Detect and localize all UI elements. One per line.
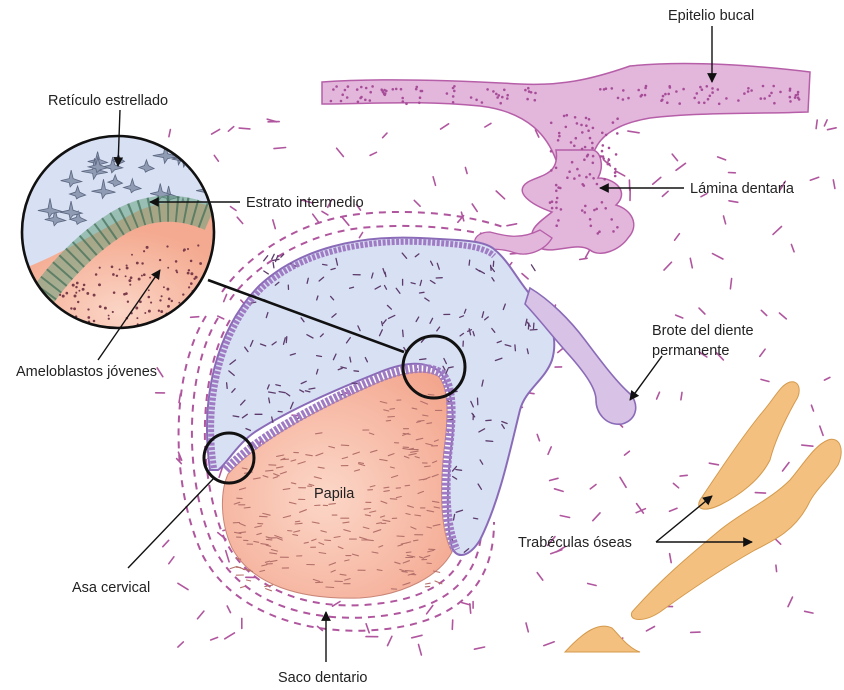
inset-magnification — [20, 135, 222, 340]
label-saco-dentario: Saco dentario — [278, 670, 367, 686]
label-trabeculas-oseas: Trabéculas óseas — [518, 535, 632, 551]
label-brote-line2: permanente — [652, 343, 729, 359]
label-ameloblastos-jovenes: Ameloblastos jóvenes — [16, 364, 157, 380]
label-papila: Papila — [314, 486, 355, 502]
label-lamina-dentaria: Lámina dentaria — [690, 181, 795, 197]
label-epitelio-bucal: Epitelio bucal — [668, 8, 754, 24]
label-asa-cervical: Asa cervical — [72, 580, 150, 596]
bone-trabecula-3 — [565, 626, 640, 652]
label-reticulo-estrellado: Retículo estrellado — [48, 93, 168, 109]
label-estrato-intermedio: Estrato intermedio — [246, 195, 364, 211]
label-brote-line1: Brote del diente — [652, 323, 754, 339]
oral-epithelium — [322, 64, 810, 160]
